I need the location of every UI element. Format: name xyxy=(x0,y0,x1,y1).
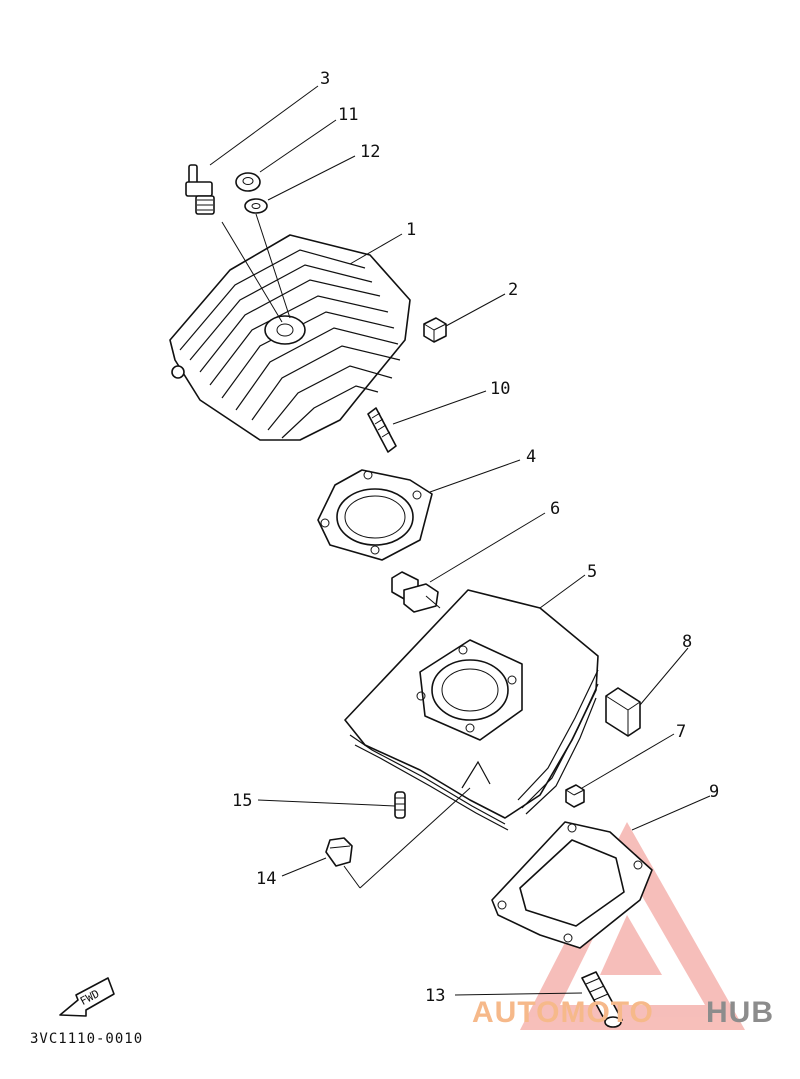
label-part-12: 12 xyxy=(360,142,380,162)
nut xyxy=(235,172,261,192)
base-gasket xyxy=(491,821,653,949)
label-part-14: 14 xyxy=(256,869,276,889)
watermark-text-hub: HUB xyxy=(706,996,774,1029)
stud-bolt-upper xyxy=(367,407,397,453)
small-nut xyxy=(565,784,585,808)
label-part-15: 15 xyxy=(232,791,252,811)
label-part-6: 6 xyxy=(550,499,560,519)
leader-lines xyxy=(209,85,711,996)
head-gasket xyxy=(317,469,433,561)
label-part-13: 13 xyxy=(425,986,445,1006)
label-part-4: 4 xyxy=(526,447,536,467)
drain-plug xyxy=(325,837,353,867)
part-labels: 3 11 12 1 2 10 4 6 5 8 7 9 15 14 13 xyxy=(232,69,719,1006)
label-part-3: 3 xyxy=(320,69,330,89)
diagram-code: 3VC1110-0010 xyxy=(30,1031,144,1047)
label-part-9: 9 xyxy=(709,782,719,802)
label-part-10: 10 xyxy=(490,379,510,399)
cap-nut xyxy=(423,317,447,343)
label-part-7: 7 xyxy=(676,722,686,742)
damper-block xyxy=(605,687,641,737)
washer xyxy=(244,198,268,214)
cylinder-head xyxy=(169,234,411,441)
dowel-bracket xyxy=(391,571,439,613)
cylinder xyxy=(344,589,599,831)
label-part-2: 2 xyxy=(508,280,518,300)
spark-plug xyxy=(185,164,215,215)
watermark-text-automoto: AUTOMOTO xyxy=(472,996,654,1029)
stud-bolt-lower xyxy=(581,971,623,1028)
label-part-11: 11 xyxy=(338,105,358,125)
fwd-arrow-icon: FWD xyxy=(59,977,115,1017)
label-part-8: 8 xyxy=(682,632,692,652)
stud-bolt-small xyxy=(394,791,406,819)
label-part-1: 1 xyxy=(406,220,416,240)
label-part-5: 5 xyxy=(587,562,597,582)
